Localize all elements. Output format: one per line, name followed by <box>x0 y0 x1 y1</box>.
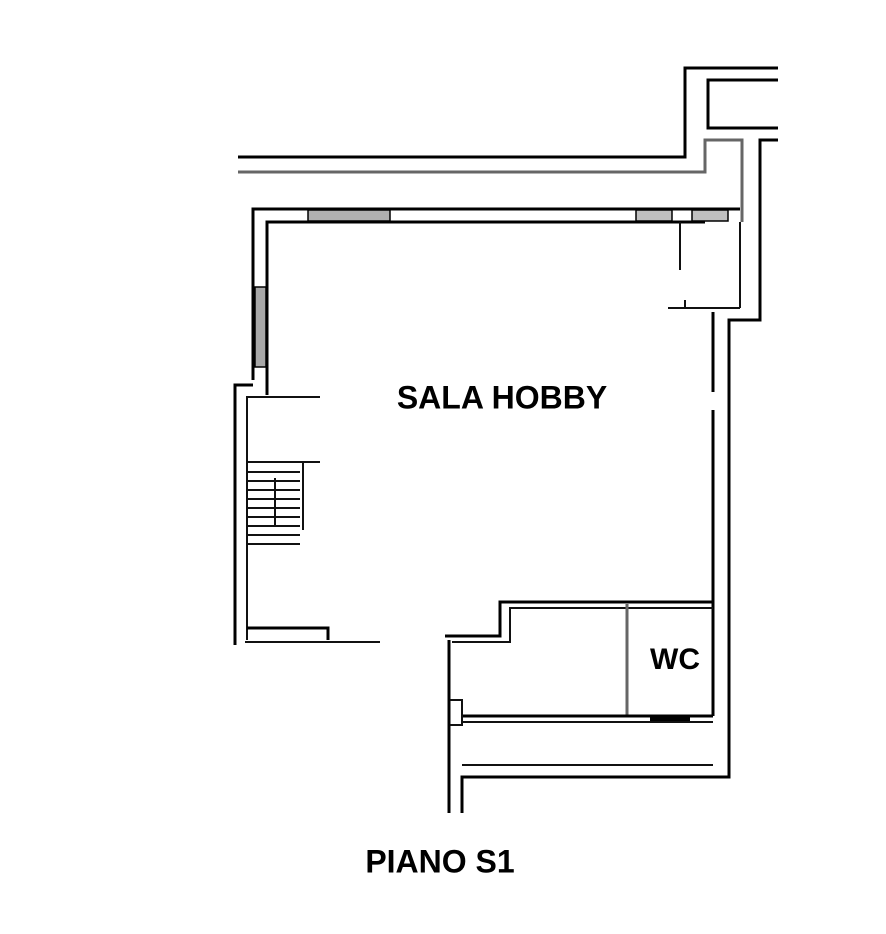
exterior-walls <box>238 66 778 813</box>
staircase <box>247 461 320 545</box>
wc-door <box>650 715 690 721</box>
service-block-walls <box>445 600 713 766</box>
floor-label: PIANO S1 <box>365 843 515 880</box>
room-walls <box>251 207 741 716</box>
room-label-sala-hobby: SALA HOBBY <box>396 379 608 416</box>
room-label-wc: WC <box>650 643 700 676</box>
windows <box>254 209 729 368</box>
stair-area-walls <box>233 383 380 645</box>
